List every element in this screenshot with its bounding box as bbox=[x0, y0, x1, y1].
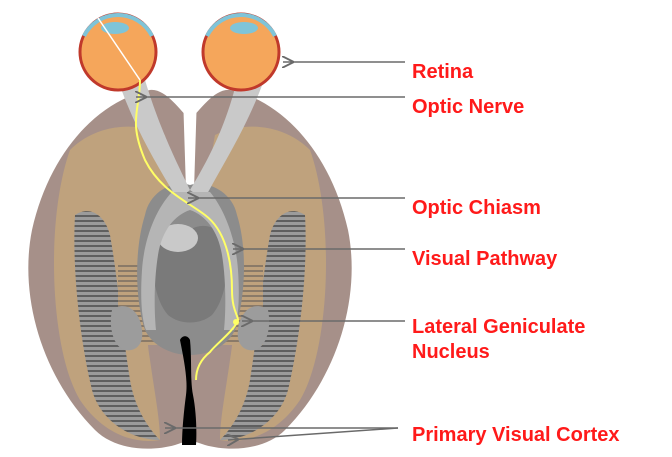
label-optic-nerve: Optic Nerve bbox=[412, 96, 524, 118]
left-eye bbox=[80, 14, 156, 90]
right-eye bbox=[203, 14, 279, 90]
lgn-dot bbox=[233, 319, 239, 325]
label-visual-pathway: Visual Pathway bbox=[412, 248, 558, 270]
label-primary-visual-cortex: Primary Visual Cortex bbox=[412, 424, 620, 446]
label-lgn-line1: Lateral Geniculate bbox=[412, 316, 585, 338]
label-lgn-line2: Nucleus bbox=[412, 341, 490, 363]
label-retina: Retina bbox=[412, 61, 474, 83]
label-optic-chiasm: Optic Chiasm bbox=[412, 197, 541, 219]
